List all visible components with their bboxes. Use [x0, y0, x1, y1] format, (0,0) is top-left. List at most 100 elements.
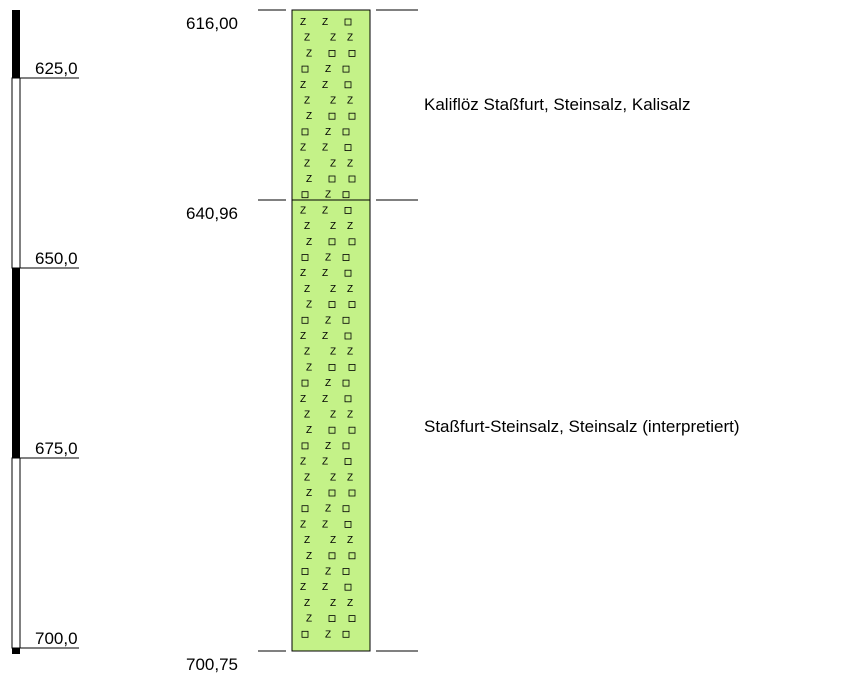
- salt-symbol-z: Z: [325, 253, 331, 264]
- potash-symbol-square: [328, 50, 336, 57]
- salt-symbol-z: Z: [347, 33, 353, 44]
- potash-symbol-square: [348, 615, 356, 622]
- potash-symbol-square: [344, 206, 352, 214]
- potash-symbol-square: [328, 175, 336, 183]
- depth-scale: 625,0 650,0 675,0 700,0: [11, 10, 79, 654]
- potash-symbol-square: [301, 568, 309, 575]
- salt-symbol-z: Z: [330, 410, 336, 421]
- potash-symbol-square: [348, 489, 356, 497]
- salt-symbol-z: Z: [300, 582, 306, 593]
- salt-symbol-z: Z: [325, 190, 331, 201]
- potash-symbol-square: [348, 301, 356, 309]
- scale-segment-white-1: [11, 77, 21, 269]
- scale-segment-black-2: [12, 268, 20, 458]
- salt-symbol-z: Z: [300, 143, 306, 154]
- potash-symbol-square: [301, 442, 309, 450]
- boundary-label-bottom: 700,75: [186, 655, 238, 674]
- salt-symbol-z: Z: [322, 205, 328, 216]
- salt-symbol-z: Z: [300, 80, 306, 91]
- potash-symbol-square: [301, 379, 309, 387]
- potash-symbol-square: [301, 191, 309, 199]
- salt-symbol-z: Z: [306, 362, 312, 373]
- scale-label-700: 700,0: [35, 629, 78, 648]
- salt-symbol-z: Z: [300, 268, 306, 279]
- salt-symbol-z: Z: [306, 237, 312, 248]
- salt-symbol-z: Z: [347, 221, 353, 232]
- salt-symbol-z: Z: [322, 582, 328, 593]
- potash-symbol-square: [342, 191, 350, 199]
- boundary-label-top: 616,00: [186, 14, 238, 33]
- boundary-markers: 616,00 640,96 700,75: [186, 9, 418, 674]
- salt-symbol-z: Z: [306, 488, 312, 499]
- potash-symbol-square: [328, 238, 336, 246]
- potash-symbol-square: [344, 458, 352, 466]
- salt-symbol-z: Z: [330, 535, 336, 546]
- salt-symbol-z: Z: [322, 457, 328, 468]
- salt-symbol-z: Z: [330, 158, 336, 169]
- salt-symbol-z: Z: [300, 519, 306, 530]
- salt-symbol-z: Z: [300, 394, 306, 405]
- salt-symbol-z: Z: [325, 441, 331, 452]
- salt-symbol-z: Z: [330, 221, 336, 232]
- salt-symbol-z: Z: [304, 347, 310, 358]
- salt-symbol-z: Z: [304, 33, 310, 44]
- potash-symbol-square: [342, 254, 350, 261]
- salt-symbol-z: Z: [330, 33, 336, 44]
- potash-symbol-square: [328, 301, 336, 309]
- salt-symbol-z: Z: [325, 315, 331, 326]
- salt-symbol-z: Z: [300, 17, 306, 28]
- salt-symbol-z: Z: [325, 378, 331, 389]
- potash-symbol-square: [328, 426, 336, 434]
- salt-symbol-z: Z: [322, 394, 328, 405]
- potash-symbol-square: [301, 630, 309, 638]
- salt-symbol-z: Z: [306, 300, 312, 311]
- salt-symbol-z: Z: [322, 268, 328, 279]
- salt-symbol-z: Z: [304, 598, 310, 609]
- salt-symbol-z: Z: [322, 519, 328, 530]
- salt-symbol-z: Z: [304, 410, 310, 421]
- potash-symbol-square: [348, 238, 356, 246]
- potash-symbol-square: [344, 521, 352, 528]
- potash-symbol-square: [342, 316, 350, 324]
- scale-label-625: 625,0: [35, 59, 78, 78]
- salt-symbol-z: Z: [347, 535, 353, 546]
- salt-symbol-z: Z: [330, 347, 336, 358]
- salt-symbol-z: Z: [347, 284, 353, 295]
- potash-symbol-square: [328, 615, 336, 622]
- salt-symbol-z: Z: [306, 48, 312, 59]
- potash-symbol-square: [342, 379, 350, 387]
- potash-symbol-square: [344, 18, 352, 26]
- potash-symbol-square: [342, 568, 350, 575]
- scale-segment-black-3: [12, 648, 20, 654]
- salt-symbol-z: Z: [322, 80, 328, 91]
- salt-symbol-z: Z: [306, 425, 312, 436]
- salt-symbol-z: Z: [304, 284, 310, 295]
- salt-symbol-z: Z: [304, 535, 310, 546]
- salt-symbol-z: Z: [347, 598, 353, 609]
- unit-2-fill: [291, 199, 371, 652]
- potash-symbol-square: [301, 316, 309, 324]
- salt-symbol-z: Z: [322, 331, 328, 342]
- scale-label-675: 675,0: [35, 439, 78, 458]
- unit-2-description: Staßfurt-Steinsalz, Steinsalz (interpret…: [424, 417, 740, 436]
- salt-symbol-z: Z: [325, 127, 331, 138]
- salt-symbol-z: Z: [300, 457, 306, 468]
- salt-symbol-z: Z: [322, 17, 328, 28]
- potash-symbol-square: [301, 505, 309, 513]
- potash-symbol-square: [348, 552, 356, 560]
- salt-symbol-z: Z: [347, 96, 353, 107]
- scale-segment-black-1: [12, 10, 20, 78]
- potash-symbol-square: [328, 489, 336, 497]
- salt-symbol-z: Z: [347, 410, 353, 421]
- potash-symbol-square: [301, 254, 309, 261]
- salt-symbol-z: Z: [300, 331, 306, 342]
- potash-symbol-square: [342, 442, 350, 450]
- salt-symbol-z: Z: [322, 143, 328, 154]
- salt-symbol-z: Z: [330, 598, 336, 609]
- potash-symbol-square: [342, 65, 350, 73]
- potash-symbol-square: [344, 144, 352, 152]
- salt-symbol-z: Z: [306, 111, 312, 122]
